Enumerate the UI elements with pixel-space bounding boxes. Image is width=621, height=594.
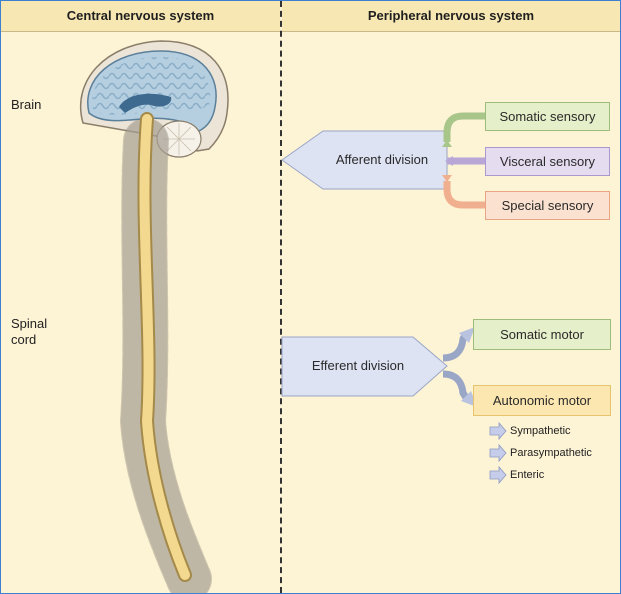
somatic-sensory-box: Somatic sensory [485,102,610,131]
cns-header: Central nervous system [1,1,280,32]
visceral-sensory-box: Visceral sensory [485,147,610,176]
spinal-cord-label-line2: cord [11,332,37,347]
autonomic-motor-box: Autonomic motor [473,385,611,416]
ventricle-shape [119,93,172,113]
spinal-cord-label: Spinal cord [11,316,47,348]
cns-pns-divider [280,1,282,593]
somatic-motor-box: Somatic motor [473,319,611,350]
spinal-cord-label-line1: Spinal [11,316,48,331]
parasympathetic-label: Parasympathetic [510,447,592,459]
afferent-division-label: Afferent division [335,152,429,167]
brain-label: Brain [11,97,42,112]
efferent-division-shape [281,336,448,397]
pns-header: Peripheral nervous system [282,1,620,32]
special-sensory-box: Special sensory [485,191,610,220]
enteric-label: Enteric [510,469,545,481]
efferent-division-label: Efferent division [311,358,405,373]
sympathetic-label: Sympathetic [510,425,571,437]
